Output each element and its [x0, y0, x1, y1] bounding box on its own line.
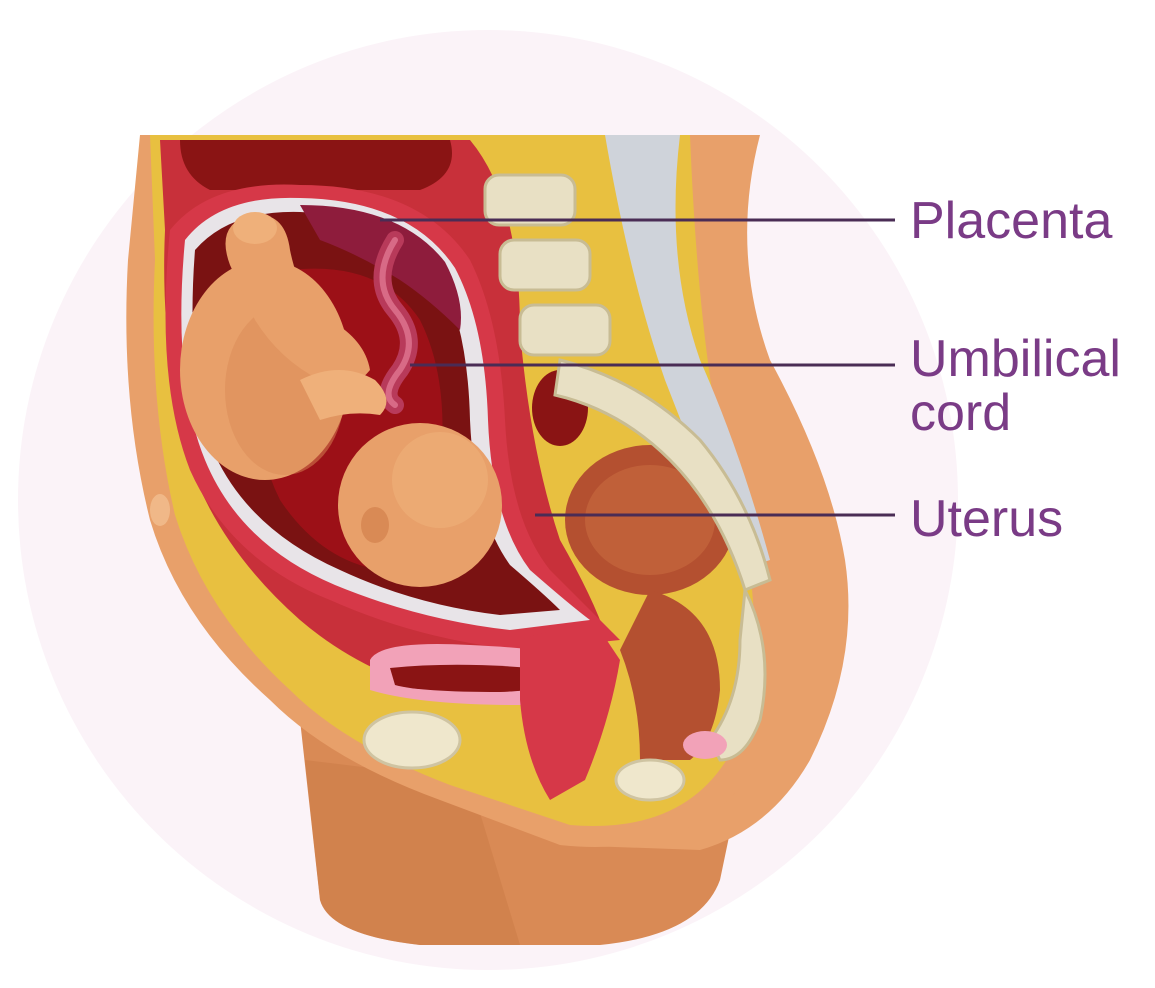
upper-organ	[180, 140, 452, 190]
navel	[150, 494, 170, 526]
pubic-bone	[364, 712, 460, 768]
anal-canal	[683, 731, 727, 759]
fetus-ear	[361, 507, 389, 543]
umbilical-cord-label-line-2: cord	[910, 388, 1011, 438]
placenta-label: Placenta	[910, 196, 1112, 246]
fetus-head-highlight	[392, 432, 488, 528]
umbilical-cord-label-line-1: Umbilical	[910, 334, 1121, 384]
fetus-foot	[233, 212, 277, 244]
uterus-label: Uterus	[910, 494, 1063, 544]
perineum-detail	[616, 760, 684, 800]
